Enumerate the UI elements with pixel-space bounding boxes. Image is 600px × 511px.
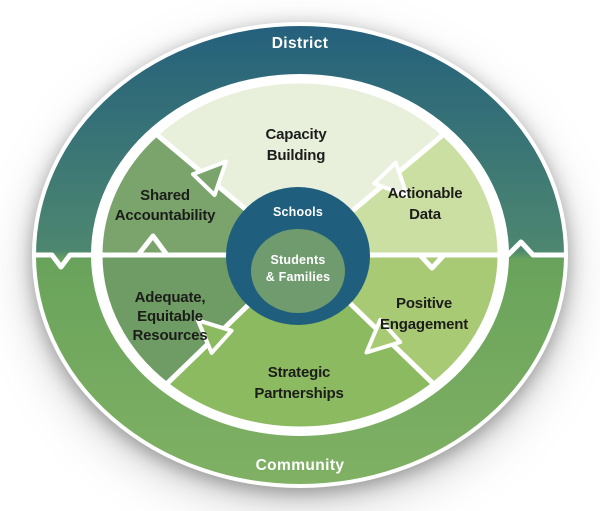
positive-engagement-label-line2: Engagement	[380, 316, 468, 333]
strategic-partnerships-label-line1: Strategic	[268, 364, 330, 381]
heartbeat-line-right	[373, 239, 567, 271]
heartbeat-line	[33, 233, 567, 271]
flow-arrow-shared-to-capacity-icon	[191, 159, 229, 197]
positive-engagement-label-line1: Positive	[396, 295, 452, 312]
diagram-body: District Community Schools Students & Fa…	[32, 22, 568, 488]
students-label-line2: & Families	[266, 270, 331, 284]
adequate-resources-label-line3: Resources	[133, 327, 208, 344]
flow-arrow-positive-to-strategic-icon	[364, 317, 403, 355]
segment-capacity-building	[153, 78, 447, 258]
segment-strategic-partnerships	[163, 252, 437, 432]
schools-label: Schools	[273, 205, 323, 219]
heartbeat-line-left	[33, 233, 227, 270]
adequate-resources-label-line2: Equitable	[137, 308, 203, 325]
district-label: District	[272, 35, 329, 52]
capacity-building-label-line1: Capacity	[266, 126, 328, 143]
shared-accountability-label-line2: Accountability	[115, 207, 216, 224]
adequate-resources-label-line1: Adequate,	[135, 289, 206, 306]
actionable-data-label-line1: Actionable	[388, 185, 463, 202]
community-label: Community	[256, 457, 345, 474]
flow-arrows	[191, 159, 410, 355]
shared-accountability-label-line1: Shared	[140, 187, 190, 204]
students-label-line1: Students	[270, 253, 325, 267]
actionable-data-label-line2: Data	[409, 206, 442, 223]
segment-labels: Capacity Building Actionable Data Positi…	[115, 126, 469, 402]
flow-arrow-strategic-to-adequate-icon	[195, 318, 234, 355]
capacity-building-label-line2: Building	[267, 147, 325, 164]
students-families-core	[251, 229, 345, 313]
strategic-partnerships-label-line2: Partnerships	[254, 385, 343, 402]
flow-arrow-capacity-to-actionable-icon	[372, 160, 410, 199]
